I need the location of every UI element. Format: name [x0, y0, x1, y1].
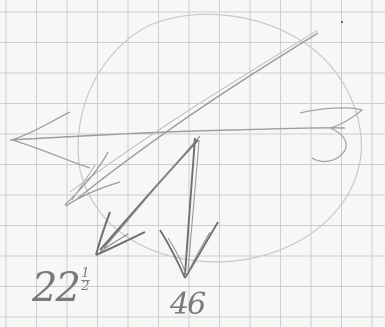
- label-left-whole: 22: [32, 265, 79, 311]
- pencil-dot: [341, 21, 343, 23]
- right-end-squiggle: [300, 108, 362, 162]
- label-forty-six: 46: [170, 290, 204, 320]
- label-left-frac-den: 2: [81, 281, 90, 293]
